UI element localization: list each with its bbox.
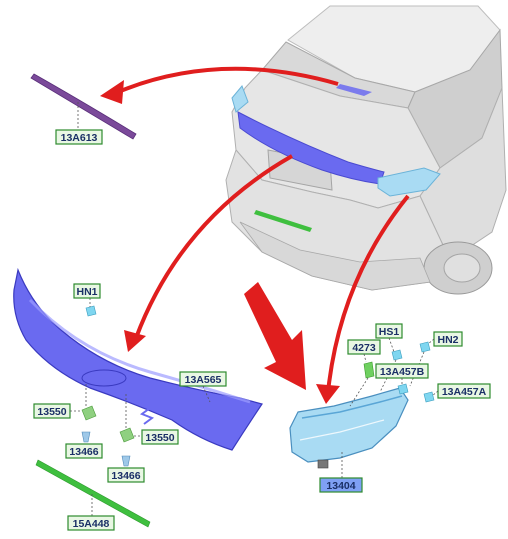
applique-part [13,267,263,451]
svg-text:HN1: HN1 [76,286,97,298]
arrow-tail-lamp [326,194,410,393]
red-arrows [117,66,410,393]
svg-text:4273: 4273 [352,342,376,354]
svg-text:HS1: HS1 [379,326,400,338]
hardware-parts [81,298,435,467]
svg-text:HN2: HN2 [437,334,458,346]
label-13466-left: 13466 [65,443,103,459]
label-HN1: HN1 [73,283,101,299]
label-13466-right: 13466 [107,467,145,483]
bumper-strip-part [35,459,151,528]
svg-text:13404: 13404 [326,480,355,492]
label-13550-left: 13550 [33,403,71,419]
svg-text:13466: 13466 [111,470,140,482]
label-13A565: 13A565 [179,371,227,387]
label-HN2: HN2 [433,331,463,347]
svg-text:13A457A: 13A457A [442,386,487,398]
label-13404: 13404 [319,477,363,493]
arrow-applique [134,154,293,339]
svg-text:13550: 13550 [37,406,66,418]
svg-text:13550: 13550 [145,432,174,444]
label-13550-right: 13550 [141,429,179,445]
tail-lamp-part [289,387,409,478]
spoiler-part [30,73,137,140]
label-13A613: 13A613 [55,129,103,145]
vehicle-rear-view [225,5,507,295]
svg-text:13466: 13466 [69,446,98,458]
svg-text:13A565: 13A565 [185,374,222,386]
svg-text:15A448: 15A448 [73,518,110,530]
svg-text:13A457B: 13A457B [380,366,425,378]
svg-text:13A613: 13A613 [61,132,98,144]
arrow-spoiler [117,66,339,94]
label-13A457A: 13A457A [437,383,491,399]
label-4273: 4273 [347,339,381,355]
label-15A448: 15A448 [67,515,115,531]
label-13A457B: 13A457B [375,363,429,379]
label-HS1: HS1 [375,323,403,339]
red-arrowheads [100,80,340,404]
big-pointer-arrow [244,282,306,390]
